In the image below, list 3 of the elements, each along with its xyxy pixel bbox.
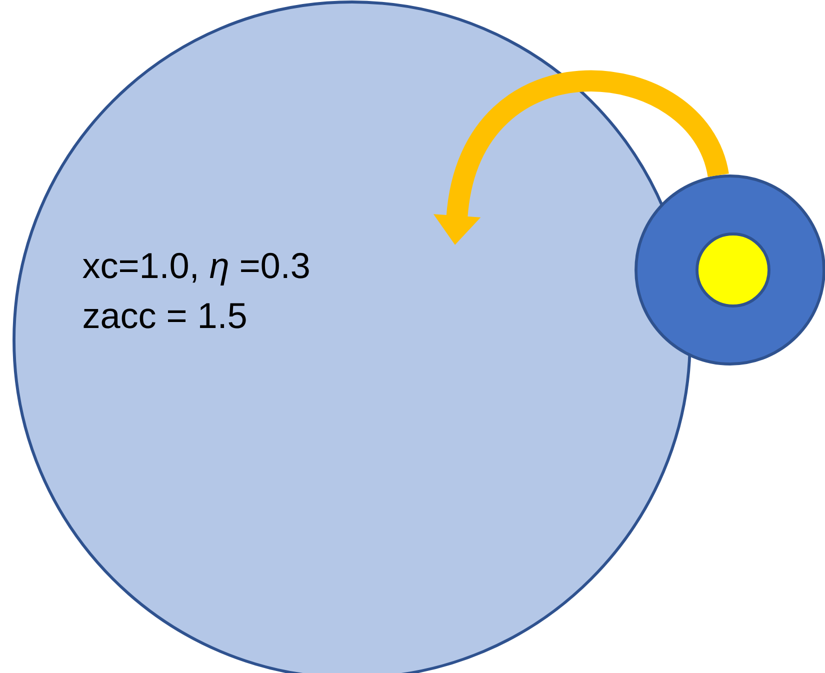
parameter-text: zacc = 1.5 bbox=[84, 303, 246, 328]
parameter-text: xc=1.0, η =0.3 bbox=[82, 252, 309, 286]
star-circle bbox=[696, 232, 770, 308]
